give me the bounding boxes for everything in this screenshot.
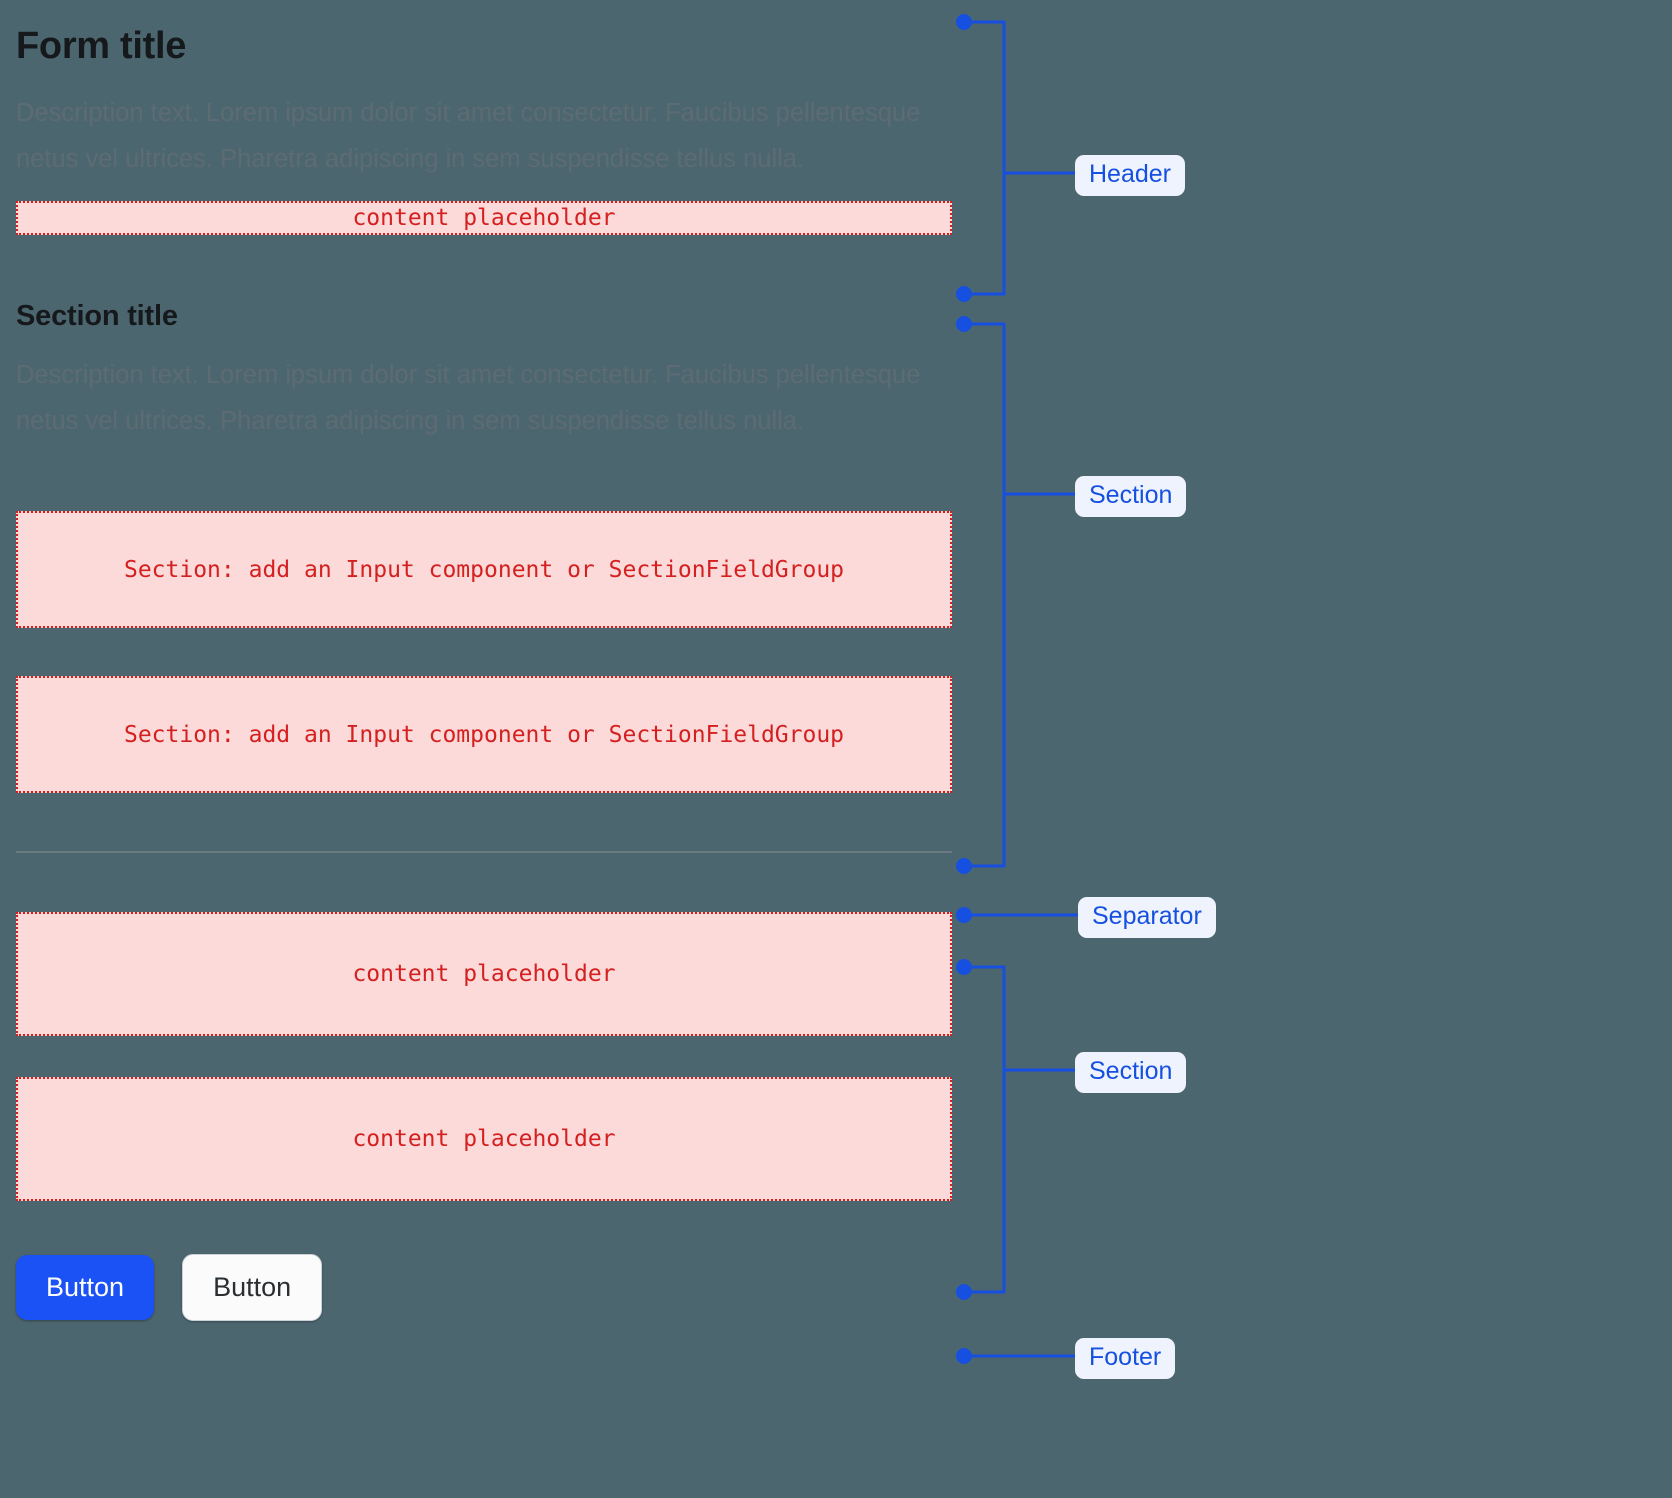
section-two-content-placeholder-1[interactable]: content placeholder (16, 912, 952, 1037)
annotation-label-footer[interactable]: Footer (1075, 1338, 1176, 1379)
form-container: Form title Description text. Lorem ipsum… (16, 0, 952, 1322)
annotation-label-separator[interactable]: Separator (1078, 897, 1216, 938)
form-section-one: Section title Description text. Lorem ip… (16, 299, 952, 794)
section-two-content-placeholder-2[interactable]: content placeholder (16, 1077, 952, 1202)
section-one-bracket (964, 322, 1006, 868)
anchor-dot-header-top (956, 14, 972, 30)
anchor-dot-section-two-bottom (956, 1284, 972, 1300)
form-header: Form title Description text. Lorem ipsum… (16, 24, 952, 235)
anchor-dot-section-one-top (956, 316, 972, 332)
header-bracket (964, 20, 1006, 296)
form-separator (16, 851, 952, 854)
anchor-dot-section-one-bottom (956, 858, 972, 874)
form-header-description: Description text. Lorem ipsum dolor sit … (16, 98, 921, 173)
annotation-label-section-one[interactable]: Section (1075, 476, 1187, 517)
section-two-bracket (964, 965, 1006, 1294)
annotation-label-header[interactable]: Header (1075, 155, 1185, 196)
primary-button[interactable]: Button (16, 1255, 155, 1321)
anchor-dot-footer (956, 1348, 972, 1364)
section-title: Section title (16, 299, 178, 332)
anchor-dot-section-two-top (956, 959, 972, 975)
form-title: Form title (16, 25, 187, 67)
anchor-dot-header-bottom (956, 286, 972, 302)
header-content-placeholder[interactable]: content placeholder (16, 200, 952, 235)
form-footer: Button Button (16, 1254, 952, 1322)
section-field-placeholder-2[interactable]: Section: add an Input component or Secti… (16, 676, 952, 794)
annotation-label-section-two[interactable]: Section (1075, 1052, 1187, 1093)
anchor-dot-separator (956, 907, 972, 923)
section-description: Description text. Lorem ipsum dolor sit … (16, 361, 921, 436)
form-section-two: content placeholder content placeholder (16, 912, 952, 1202)
secondary-button[interactable]: Button (182, 1254, 323, 1322)
section-field-placeholder-1[interactable]: Section: add an Input component or Secti… (16, 511, 952, 629)
annotation-anchor-dots (956, 14, 972, 1364)
